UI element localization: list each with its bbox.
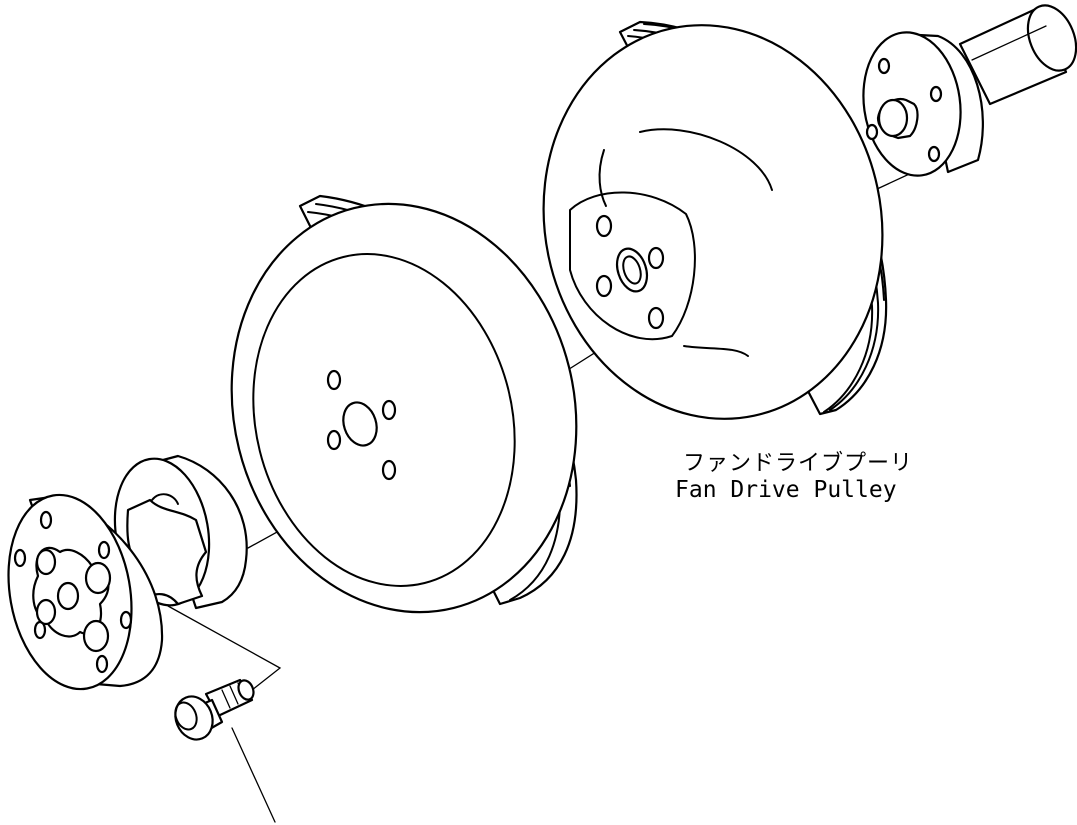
part-name-japanese: ファンドライブプーリ bbox=[683, 451, 913, 476]
part-callout: ファンドライブプーリ Fan Drive Pulley bbox=[675, 451, 913, 503]
front-flange bbox=[7, 493, 164, 691]
fan-drive-pulley-rear bbox=[542, 20, 888, 420]
flange-bolt bbox=[174, 678, 255, 741]
fan-drive-pulley-front bbox=[230, 194, 578, 614]
shaft-hub bbox=[862, 4, 1077, 177]
part-name-english: Fan Drive Pulley bbox=[675, 477, 897, 503]
